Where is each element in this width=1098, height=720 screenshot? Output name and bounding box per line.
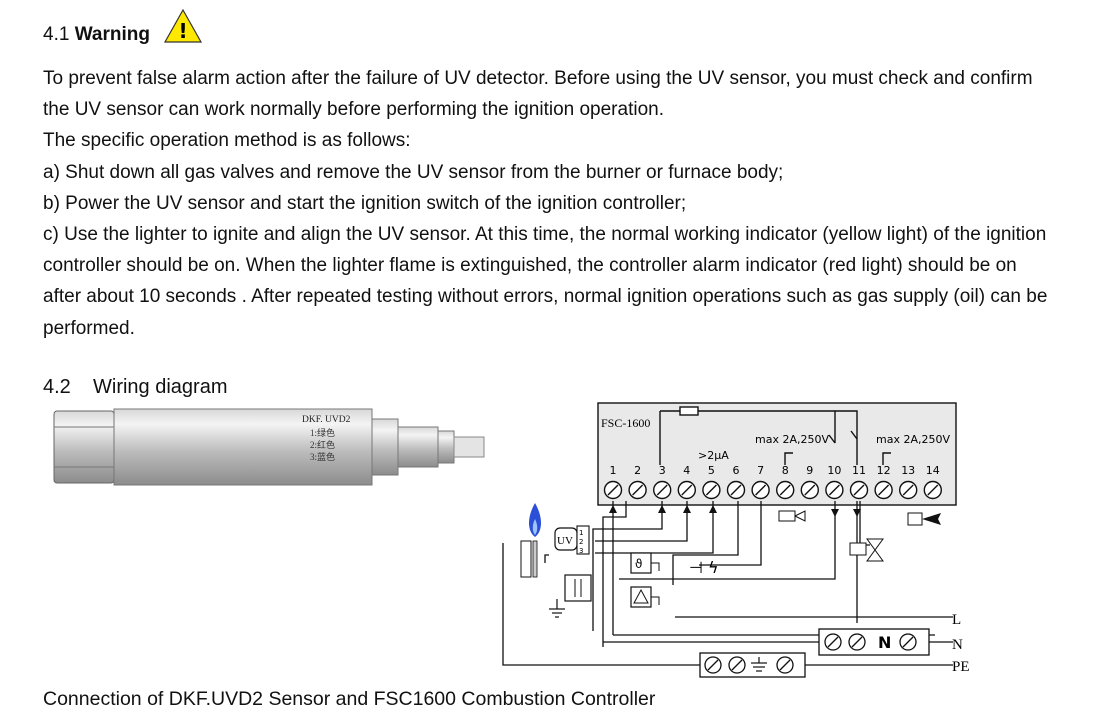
terminal-number: 12 [877,464,891,477]
uv-sensor-illustration: DKF. UVD2 1:绿色 2:红色 3:蓝色 [53,408,485,486]
svg-text:ϑ: ϑ [635,557,642,571]
terminal-number: 10 [827,464,841,477]
terminal-number: 4 [683,464,690,477]
sensor-wire-3: 3:蓝色 [310,451,335,462]
uv-pin-3: 3 [579,547,583,555]
terminal-number: 1 [610,464,617,477]
terminal-number: 6 [733,464,740,477]
terminal-screw-slot [878,484,890,496]
current-label: >2µA [698,449,729,462]
section-number: 4.2 [43,376,71,398]
terminal-number: 11 [852,464,866,477]
figure-caption: Connection of DKF.UVD2 Sensor and FSC160… [43,688,656,710]
section-heading-warning: 4.1 Warning [43,24,150,46]
terminal-screw-slot [828,484,840,496]
gas-valve-icon [849,542,867,556]
block-screw-slot [731,659,743,671]
alarm-icon [778,510,796,522]
terminal-number: 5 [708,464,715,477]
sensor-wire-1: 1:绿色 [310,427,335,438]
relay-rating-2: max 2A,250V [876,433,950,446]
warning-icon: ! [163,8,203,43]
terminal-screw-slot [804,484,816,496]
terminal-number: 7 [757,464,764,477]
paragraph-method: The specific operation method is as foll… [43,130,411,152]
block-screw-slot [707,659,719,671]
block-screw-slot [779,659,791,671]
terminal-screw-slot [779,484,791,496]
sensor-nut [53,410,115,484]
terminal-number: 8 [782,464,789,477]
sensor-wire-2: 2:红色 [310,439,335,450]
terminal-screw-slot [927,484,939,496]
sensor-body [113,408,373,486]
terminal-screw-slot [755,484,767,496]
terminal-screw-slot [656,484,668,496]
uv-label: UV [557,535,573,547]
terminal-screw-slot [902,484,914,496]
controller-name: FSC-1600 [601,416,650,430]
terminal-screw-slot [632,484,644,496]
line-l-label: L [952,612,961,628]
uv-pin-2: 2 [579,538,583,546]
terminal-number: 14 [926,464,940,477]
ground-icon [549,599,565,618]
neutral-block-label: N [878,633,891,652]
section-title: Wiring diagram [93,376,228,398]
ignition-icon [907,512,923,526]
paragraph-step-b: b) Power the UV sensor and start the ign… [43,192,687,214]
terminal-number: 9 [806,464,813,477]
terminal-number: 13 [901,464,915,477]
line-n-label: N [952,637,963,653]
warning-glyph: ! [178,19,187,43]
block-screw-slot [851,636,863,648]
terminal-number: 3 [659,464,666,477]
paragraph-step-c: c) Use the lighter to ignite and align t… [43,224,1048,339]
terminal-number: 2 [634,464,641,477]
block-screw-slot [827,636,839,648]
sensor-model-label: DKF. UVD2 [302,415,351,425]
terminal-screw-slot [681,484,693,496]
uv-pin-1: 1 [579,529,583,537]
ignition-transformer-icon [564,574,592,602]
section-title: Warning [74,24,150,45]
section-heading-wiring: 4.2 Wiring diagram [43,376,227,399]
sensor-cable [453,436,485,458]
terminal-screw-slot [730,484,742,496]
terminal-screw-slot [607,484,619,496]
relay-rating-1: max 2A,250V [755,433,829,446]
terminal-screw-slot [705,484,717,496]
paragraph-step-a: a) Shut down all gas valves and remove t… [43,161,784,183]
pressure-switch-icon: ⊣ ϟ [689,558,719,577]
line-pe-label: PE [952,659,970,675]
terminal-screw-slot [853,484,865,496]
warning-body: To prevent false alarm action after the … [43,63,1053,344]
block-screw-slot [902,636,914,648]
section-number: 4.1 [43,24,70,45]
paragraph-intro: To prevent false alarm action after the … [43,68,1033,121]
